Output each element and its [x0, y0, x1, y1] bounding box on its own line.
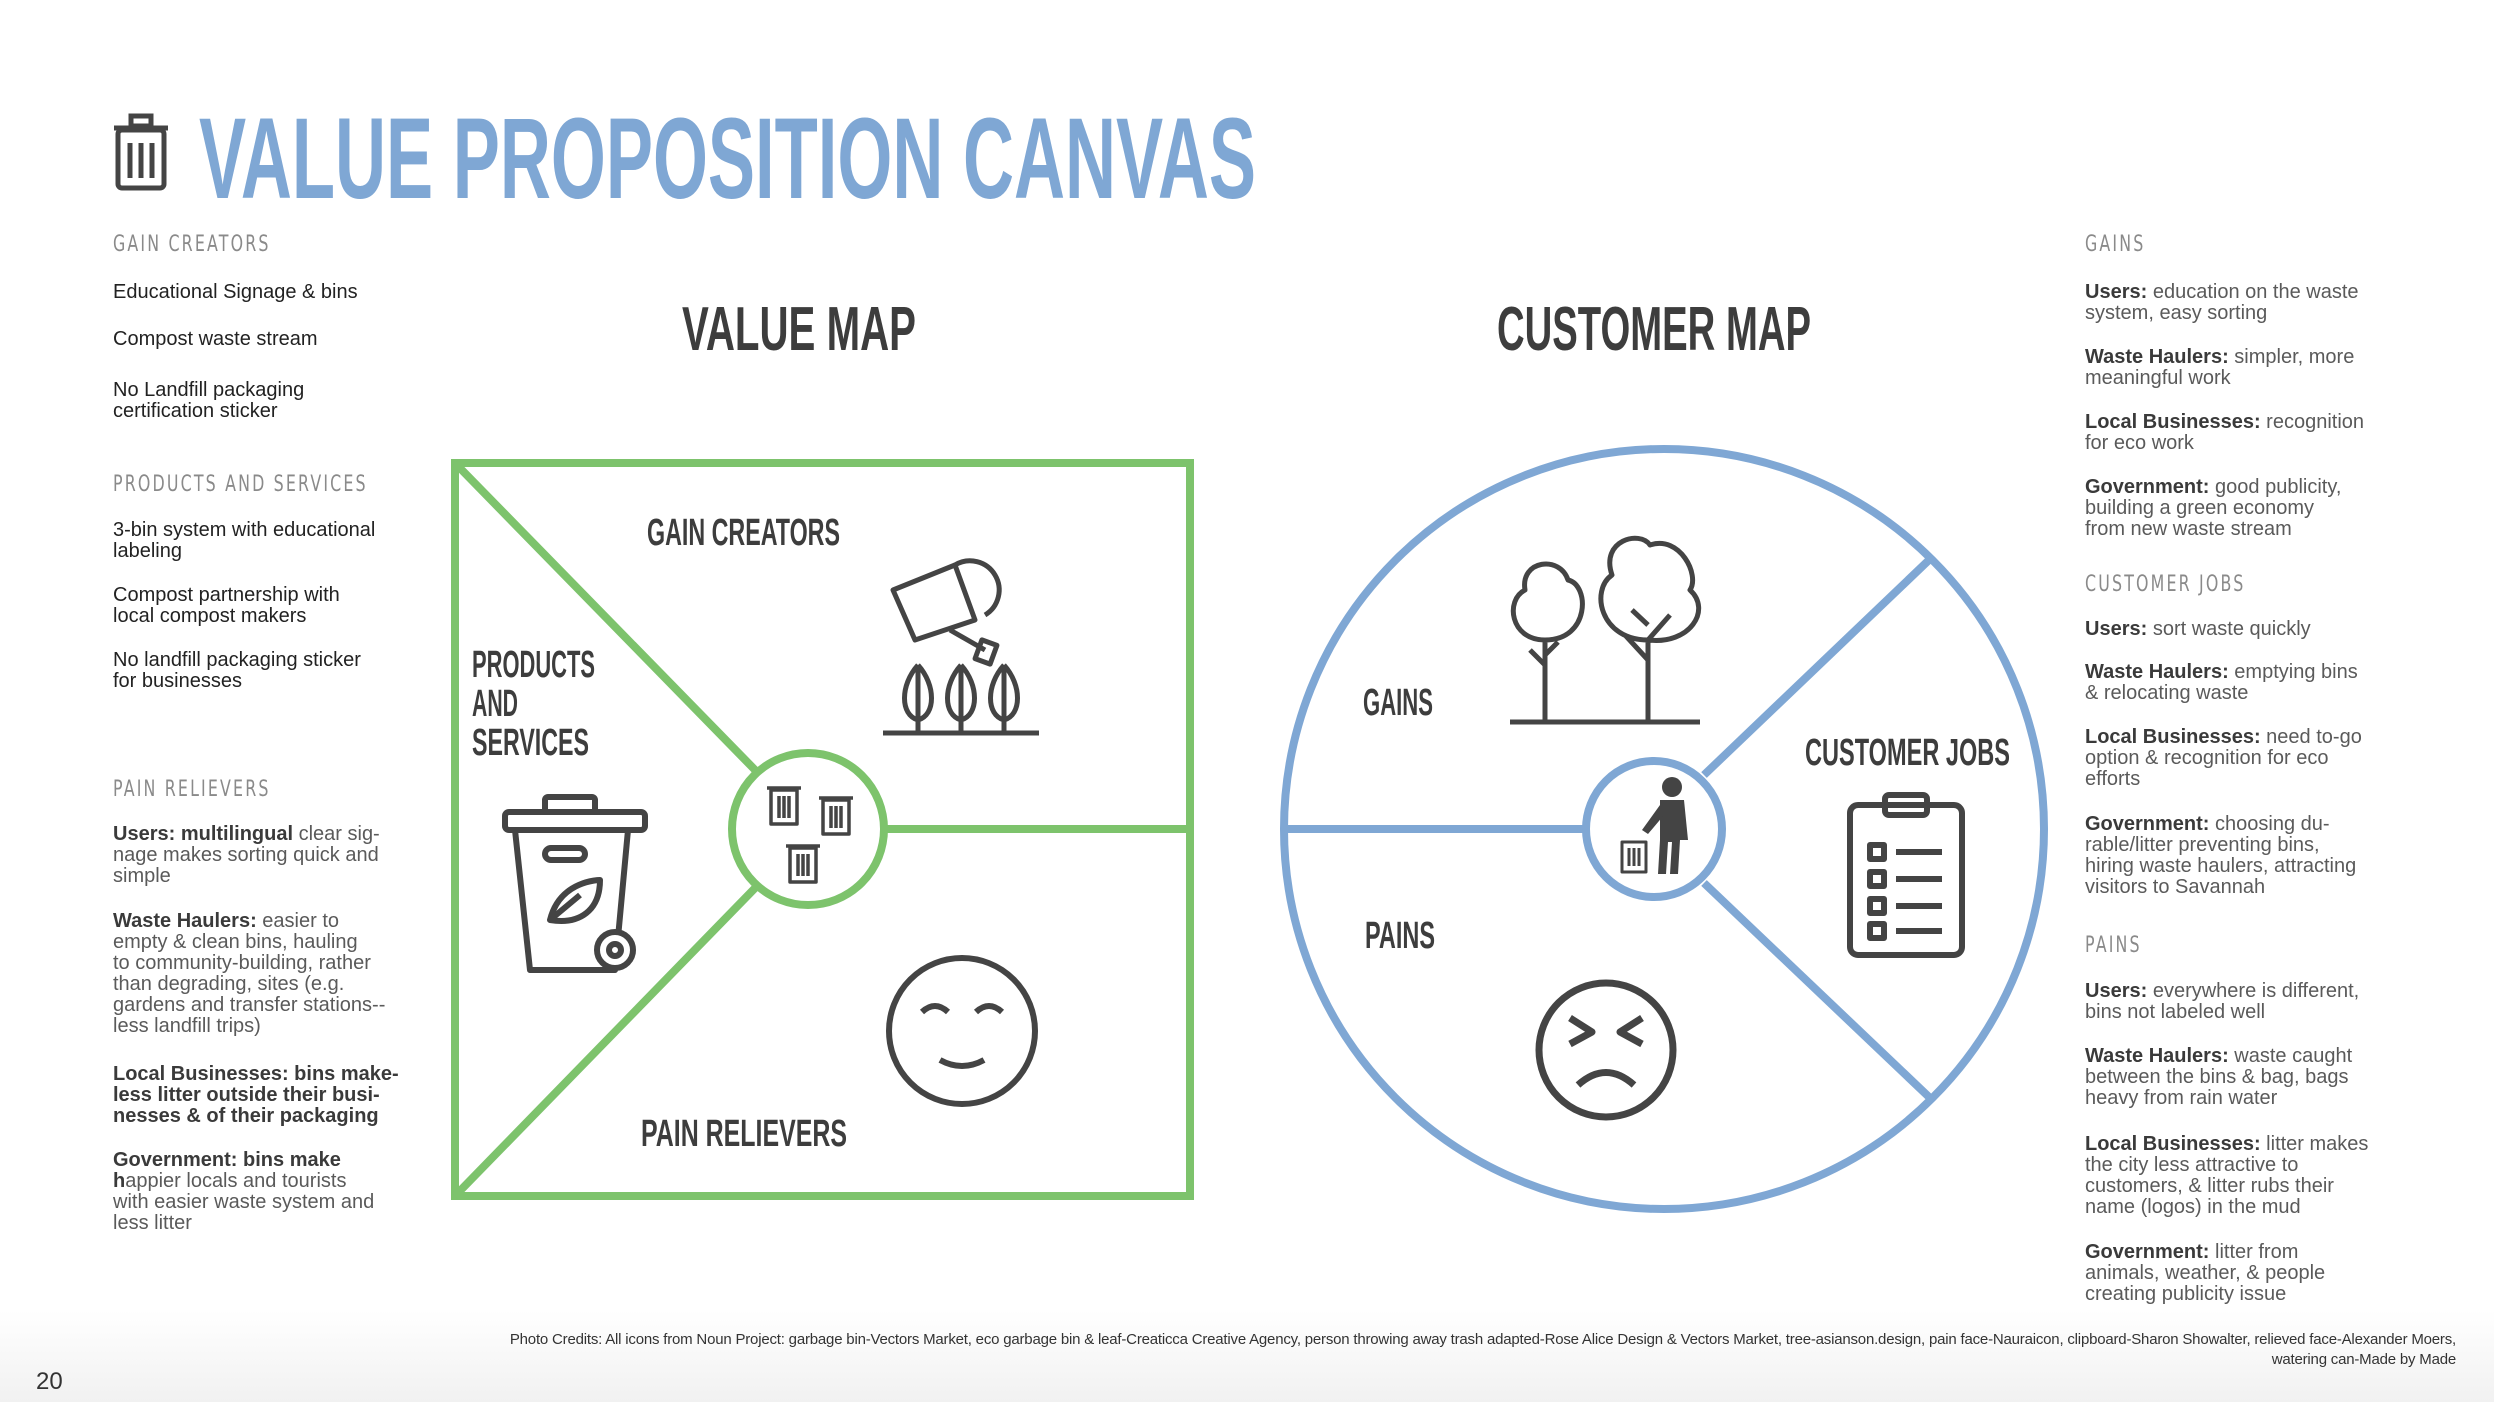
- gains-item: Local Businesses: recognition for eco wo…: [2085, 412, 2364, 454]
- gains-item: Government: good publicity, building a g…: [2085, 477, 2341, 540]
- pains-item: Government: litter from animals, weather…: [2085, 1242, 2325, 1305]
- item-label: Waste Haulers:: [2085, 1045, 2229, 1067]
- clipboard-checklist-icon: [1847, 792, 1965, 958]
- item-text: Compost partnership with local compost m…: [113, 584, 340, 627]
- sprouts-icon: [883, 663, 1039, 736]
- customer-jobs-item: Government: choosing du- rable/litter pr…: [2085, 814, 2356, 898]
- pains-item: Local Businesses: litter makes the city …: [2085, 1134, 2368, 1218]
- gain-creators-label: GAIN CREATORS: [647, 512, 840, 554]
- watering-can-icon: [890, 558, 1002, 667]
- person-throwing-trash-icon: [1620, 777, 1688, 874]
- item-text: education on the waste system, easy sort…: [2085, 281, 2359, 324]
- item-label: Government:: [2085, 813, 2210, 835]
- item-text: clear sig- nage makes sorting quick and …: [113, 823, 380, 887]
- item-text: sort waste quickly: [2147, 618, 2311, 640]
- item-label: Waste Haulers:: [113, 910, 257, 932]
- item-text: litter from animals, weather, & people c…: [2085, 1241, 2326, 1305]
- left-products-services-heading: PRODUCTS AND SERVICES: [113, 472, 368, 497]
- customer-jobs-item: Local Businesses: need to-go option & re…: [2085, 727, 2362, 790]
- customer-jobs-item: Users: sort waste quickly: [2085, 619, 2311, 640]
- item-text: Educational Signage & bins: [113, 281, 358, 303]
- item-text: simpler, more meaningful work: [2085, 346, 2355, 389]
- photo-credits: Photo Credits: All icons from Noun Proje…: [509, 1331, 2456, 1368]
- item-label: Local Businesses:: [2085, 1133, 2261, 1155]
- customer-jobs-label: CUSTOMER JOBS: [1805, 732, 2010, 774]
- products-services-item: 3-bin system with educational labeling: [113, 520, 375, 562]
- item-label: Local Businesses:: [2085, 726, 2261, 748]
- customer-map-heading: CUSTOMER MAP: [1497, 295, 1811, 364]
- customer-jobs-item: Waste Haulers: emptying bins & relocatin…: [2085, 662, 2358, 704]
- item-label: Waste Haulers:: [2085, 346, 2229, 368]
- right-pains-heading: PAINS: [2085, 933, 2142, 958]
- pain-relievers-item: Users: multilingual clear sig- nage make…: [113, 824, 380, 887]
- pain-relievers-item: Waste Haulers: easier to empty & clean b…: [113, 911, 385, 1037]
- left-pain-relievers-heading: PAIN RELIEVERS: [113, 777, 271, 802]
- three-bins-icon: [767, 786, 853, 884]
- item-label: Users:: [2085, 618, 2148, 640]
- item-label: Users:: [2085, 980, 2148, 1002]
- pains-label: PAINS: [1365, 915, 1435, 957]
- products-label-2: AND: [472, 683, 518, 725]
- gain-creators-item: Compost waste stream: [113, 329, 318, 350]
- pains-item: Users: everywhere is different, bins not…: [2085, 981, 2359, 1023]
- item-text: emptying bins & relocating waste: [2085, 661, 2358, 704]
- pain-relievers-label: PAIN RELIEVERS: [641, 1113, 847, 1155]
- item-text: No Landfill packaging certification stic…: [113, 379, 305, 422]
- page-number: 20: [36, 1368, 63, 1395]
- item-text: good publicity, building a green economy…: [2085, 476, 2342, 540]
- products-label-3: SERVICES: [472, 722, 589, 764]
- pain-relievers-item: Government: bins make happier locals and…: [113, 1150, 374, 1234]
- item-label: Local Businesses:: [2085, 411, 2261, 433]
- item-label: Local Businesses: bins make- less litter…: [113, 1063, 399, 1127]
- gain-creators-item: Educational Signage & bins: [113, 282, 358, 303]
- gains-item: Users: education on the waste system, ea…: [2085, 282, 2359, 324]
- customer-map: [1280, 445, 2048, 1213]
- eco-garbage-bin-icon: [502, 794, 648, 973]
- gains-item: Waste Haulers: simpler, more meaningful …: [2085, 347, 2354, 389]
- item-text: 3-bin system with educational labeling: [113, 519, 376, 562]
- item-label: Users:: [2085, 281, 2148, 303]
- item-text: waste caught between the bins & bag, bag…: [2085, 1045, 2353, 1109]
- pain-relievers-item: Local Businesses: bins make- less litter…: [113, 1064, 399, 1127]
- relieved-face-icon: [886, 955, 1038, 1107]
- item-text: litter makes the city less attractive to…: [2085, 1133, 2369, 1218]
- pain-face-icon: [1535, 979, 1677, 1121]
- item-text: appier locals and tourists with easier w…: [113, 1170, 375, 1234]
- trash-bin-icon: [114, 113, 168, 191]
- item-text: Compost waste stream: [113, 328, 318, 350]
- value-map: [451, 459, 1194, 1200]
- trees-icon: [1510, 535, 1702, 725]
- products-services-item: No landfill packaging sticker for busine…: [113, 650, 361, 692]
- item-text: easier to empty & clean bins, hauling to…: [113, 910, 386, 1037]
- left-gain-creators-heading: GAIN CREATORS: [113, 232, 271, 257]
- gain-creators-item: No Landfill packaging certification stic…: [113, 380, 304, 422]
- right-gains-heading: GAINS: [2085, 232, 2146, 257]
- item-label: Government:: [2085, 1241, 2210, 1263]
- item-text: choosing du- rable/litter preventing bin…: [2085, 813, 2357, 898]
- right-customer-jobs-heading: CUSTOMER JOBS: [2085, 572, 2246, 597]
- item-text: recognition for eco work: [2085, 411, 2365, 454]
- item-label: Waste Haulers:: [2085, 661, 2229, 683]
- value-map-heading: VALUE MAP: [682, 295, 916, 364]
- item-text: everywhere is different, bins not labele…: [2085, 980, 2360, 1023]
- products-label-1: PRODUCTS: [472, 644, 595, 686]
- item-text: need to-go option & recognition for eco …: [2085, 726, 2362, 790]
- products-services-item: Compost partnership with local compost m…: [113, 585, 340, 627]
- item-text: No landfill packaging sticker for busine…: [113, 649, 361, 692]
- gains-label: GAINS: [1363, 682, 1433, 724]
- item-label: Government:: [2085, 476, 2210, 498]
- item-label: Users: multilingual: [113, 823, 294, 845]
- pains-item: Waste Haulers: waste caught between the …: [2085, 1046, 2352, 1109]
- page-title: VALUE PROPOSITION CANVAS: [199, 95, 1256, 223]
- item-label: Government: bins make h: [113, 1149, 341, 1192]
